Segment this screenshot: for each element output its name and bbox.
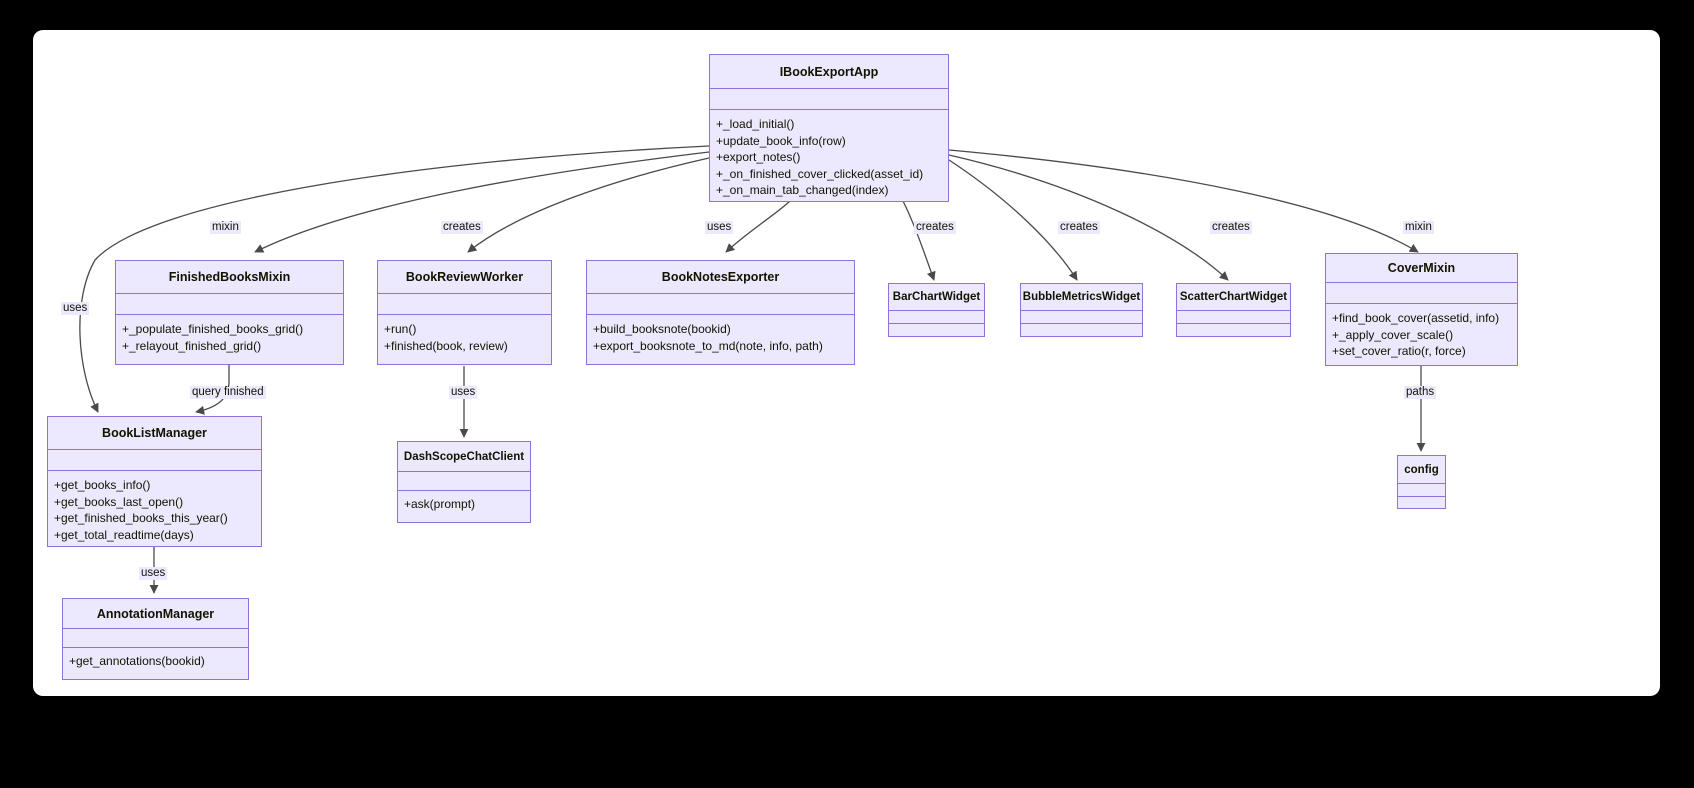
class-methods: +get_annotations(bookid) [63,648,248,675]
class-title: DashScopeChatClient [398,442,530,472]
class-title: AnnotationManager [63,599,248,629]
class-methods [889,324,984,337]
class-method: +finished(book, review) [384,338,508,353]
class-methods [1177,324,1290,337]
class-node-finishedbooksmixin[interactable]: FinishedBooksMixin +_populate_finished_b… [115,260,344,365]
class-method: +get_annotations(bookid) [69,654,205,668]
class-method: +_apply_cover_scale() [1332,327,1454,342]
edge-ibookexportapp-barchartwidget [902,200,936,281]
class-method: +ask(prompt) [404,497,476,511]
class-method: +_populate_finished_books_grid() [122,322,304,336]
class-methods: +run() +finished(book, review) [378,315,551,359]
class-attributes [889,311,984,324]
class-method: +run() [384,322,417,336]
class-attributes [48,450,261,471]
class-node-covermixin[interactable]: CoverMixin +find_book_cover(assetid, inf… [1325,253,1518,366]
edge-label-creates-scatter: creates [1210,221,1252,234]
class-method: +export_notes() [716,150,801,164]
class-methods: +ask(prompt) [398,491,530,518]
class-node-booknotesexporter[interactable]: BookNotesExporter +build_booksnote(booki… [586,260,855,365]
edge-ibookexportapp-finishedbooksmixin [254,151,710,253]
class-attributes [1398,484,1445,497]
class-attributes [63,629,248,648]
class-title: config [1398,456,1445,484]
edge-finishedbooksmixin-booklistmanager [195,365,230,415]
edge-ibookexportapp-bubblemetricswidget [948,159,1078,281]
edge-label-uses-dashscope: uses [449,386,478,399]
class-node-booklistmanager[interactable]: BookListManager +get_books_info() +get_b… [47,416,262,547]
edge-label-mixin-left: mixin [210,221,241,234]
class-node-barchartwidget[interactable]: BarChartWidget [888,283,985,337]
class-method: +find_book_cover(assetid, info) [1332,311,1500,325]
class-attributes [1021,311,1142,324]
class-methods: +_populate_finished_books_grid() +_relay… [116,315,343,359]
class-title: BubbleMetricsWidget [1021,284,1142,311]
edge-label-creates-worker: creates [441,221,483,234]
class-method: +get_total_readtime(days) [54,527,194,542]
edge-label-query-finished: query finished [190,386,266,399]
edge-label-paths: paths [1404,386,1437,399]
edge-label-uses-left: uses [61,302,90,315]
class-title: FinishedBooksMixin [116,261,343,294]
class-methods: +get_books_info() +get_books_last_open()… [48,471,261,548]
edge-label-creates-bubble: creates [1058,221,1100,234]
class-methods: +_load_initial() +update_book_info(row) … [710,110,948,204]
class-title: BookReviewWorker [378,261,551,294]
class-attributes [1326,283,1517,304]
class-attributes [378,294,551,315]
class-title: BookListManager [48,417,261,450]
class-attributes [710,89,948,110]
class-methods [1021,324,1142,337]
edge-label-mixin-right: mixin [1403,221,1434,234]
edge-label-uses-annotation: uses [139,567,168,580]
class-attributes [116,294,343,315]
class-title: CoverMixin [1326,254,1517,283]
class-node-bubblemetricswidget[interactable]: BubbleMetricsWidget [1020,283,1143,337]
class-methods: +find_book_cover(assetid, info) +_apply_… [1326,304,1517,365]
class-title: IBookExportApp [710,55,948,89]
class-node-annotationmanager[interactable]: AnnotationManager +get_annotations(booki… [62,598,249,680]
class-node-dashscopechatclient[interactable]: DashScopeChatClient +ask(prompt) [397,441,531,523]
edge-label-uses-notes: uses [705,221,734,234]
class-node-bookreviewworker[interactable]: BookReviewWorker +run() +finished(book, … [377,260,552,365]
class-method: +_on_main_tab_changed(index) [716,183,889,197]
class-method: +update_book_info(row) [716,133,846,148]
edge-ibookexportapp-covermixin [948,149,1419,253]
edge-ibookexportapp-booknotesexporter [725,200,791,253]
edge-ibookexportapp-scatterchartwidget [948,154,1229,281]
class-node-config[interactable]: config [1397,455,1446,509]
class-method: +get_books_info() [54,478,151,492]
class-methods [1398,497,1445,510]
class-title: BookNotesExporter [587,261,854,294]
class-node-scatterchartwidget[interactable]: ScatterChartWidget [1176,283,1291,337]
class-method: +get_finished_books_this_year() [54,511,228,525]
class-method: +_on_finished_cover_clicked(asset_id) [716,166,924,181]
class-attributes [1177,311,1290,324]
class-method: +set_cover_ratio(r, force) [1332,344,1466,358]
class-method: +_relayout_finished_grid() [122,338,262,353]
class-method: +export_booksnote_to_md(note, info, path… [593,338,823,353]
edge-ibookexportapp-booklistmanager [79,145,710,413]
class-methods: +build_booksnote(bookid) +export_booksno… [587,315,854,359]
class-node-ibookexportapp[interactable]: IBookExportApp +_load_initial() +update_… [709,54,949,202]
class-title: ScatterChartWidget [1177,284,1290,311]
class-method: +_load_initial() [716,117,795,131]
class-method: +get_books_last_open() [54,494,184,509]
class-method: +build_booksnote(bookid) [593,322,731,336]
class-attributes [398,472,530,491]
class-title: BarChartWidget [889,284,984,311]
class-attributes [587,294,854,315]
edge-label-creates-bar: creates [914,221,956,234]
edge-ibookexportapp-bookreviewworker [467,157,710,253]
